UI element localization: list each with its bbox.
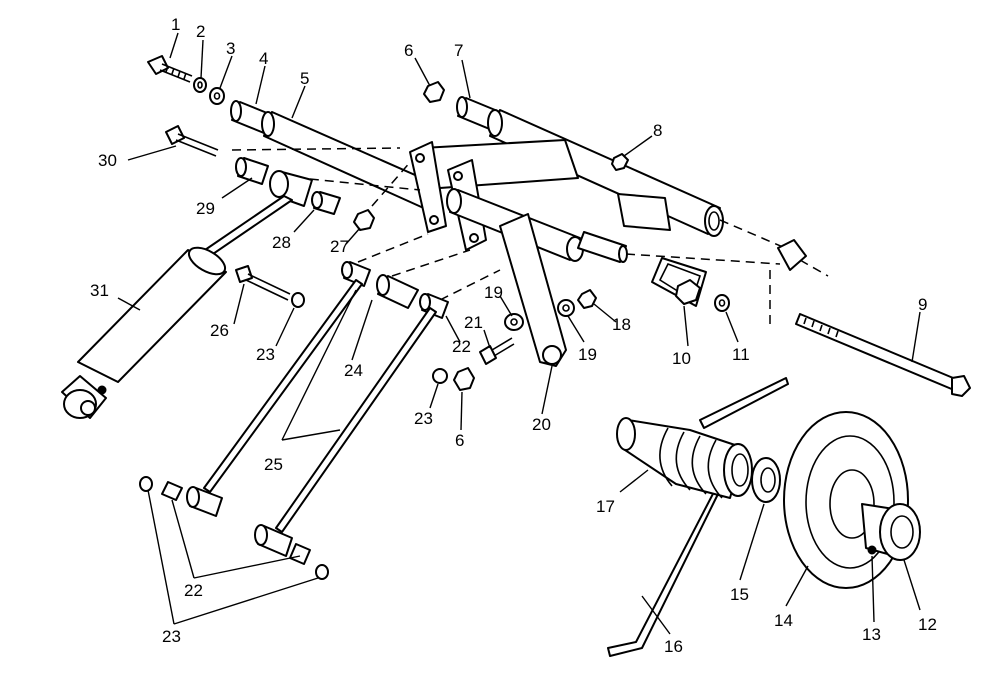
callout-2: 2 — [196, 22, 205, 41]
bolt-head-30 — [165, 125, 185, 145]
callout-19-right: 19 — [578, 345, 597, 364]
idler-group — [607, 377, 921, 657]
callout-22-lower: 22 — [184, 581, 203, 600]
callout-20: 20 — [532, 415, 551, 434]
link-rod-a — [203, 279, 363, 493]
callout-23-lower: 23 — [162, 627, 181, 646]
spring-arm-16 — [607, 487, 719, 657]
callout-labels: 1 2 3 4 5 6 7 8 30 29 28 27 9 31 26 19 2… — [90, 15, 937, 656]
callout-4: 4 — [259, 49, 268, 68]
washer-23-lower-b — [315, 564, 329, 580]
wheel-14 — [783, 411, 909, 589]
callout-27: 27 — [330, 237, 349, 256]
adjuster-nut-10 — [675, 279, 701, 305]
callout-23-upper: 23 — [256, 345, 275, 364]
washer-23-lower-a — [139, 476, 153, 492]
callout-8: 8 — [653, 121, 662, 140]
adjuster-group — [577, 239, 807, 312]
callout-7: 7 — [454, 41, 463, 60]
callout-6-lower: 6 — [455, 431, 464, 450]
callout-21: 21 — [464, 313, 483, 332]
callout-14: 14 — [774, 611, 793, 630]
bushing-22-lower-a — [161, 481, 183, 501]
rod-bracket — [777, 239, 807, 271]
shock-group — [61, 125, 375, 419]
rod-9-shaft — [795, 313, 959, 391]
bushing-22-lower-b — [289, 543, 311, 565]
callout-15: 15 — [730, 585, 749, 604]
callout-23-mid: 23 — [414, 409, 433, 428]
callout-11: 11 — [732, 345, 750, 364]
washer-19-b — [557, 299, 575, 317]
callout-19-left: 19 — [484, 283, 503, 302]
callout-16: 16 — [664, 637, 683, 656]
callout-13: 13 — [862, 625, 881, 644]
washer-2 — [193, 77, 207, 93]
washer-23-upper — [291, 292, 305, 308]
frame-block — [617, 193, 671, 231]
callout-1: 1 — [171, 15, 180, 34]
bolt-head-21 — [479, 345, 497, 365]
swing-arm-frame — [409, 139, 671, 367]
bolt-head-26 — [235, 265, 253, 283]
link-rod-b — [275, 307, 437, 533]
callout-30: 30 — [98, 151, 117, 170]
nut-27 — [353, 209, 375, 231]
callout-17: 17 — [596, 497, 615, 516]
leader-lines — [117, 32, 921, 635]
callout-3: 3 — [226, 39, 235, 58]
washer-23-mid — [432, 368, 448, 384]
callout-6-top: 6 — [404, 41, 413, 60]
washer-11 — [714, 294, 730, 312]
nut-6-lower — [453, 367, 475, 391]
rod-9-head — [951, 375, 971, 397]
nut-8 — [611, 153, 629, 171]
rod-9 — [795, 313, 971, 397]
link-group — [139, 261, 575, 580]
frame-top-plate — [421, 139, 579, 189]
frame-bracket-left — [409, 141, 447, 233]
nut-18 — [577, 289, 597, 309]
washer-3 — [209, 87, 225, 105]
callout-26: 26 — [210, 321, 229, 340]
callout-25: 25 — [264, 455, 283, 474]
set-screw-13 — [867, 545, 877, 555]
callout-28: 28 — [272, 233, 291, 252]
callout-9: 9 — [918, 295, 927, 314]
callout-22-upper: 22 — [452, 337, 471, 356]
callout-10: 10 — [672, 349, 691, 368]
callout-12: 12 — [918, 615, 937, 634]
callout-29: 29 — [196, 199, 215, 218]
nut-6-top — [423, 81, 445, 103]
callout-5: 5 — [300, 69, 309, 88]
washer-15 — [751, 457, 781, 503]
spring-arm-upper — [699, 377, 789, 429]
callout-24: 24 — [344, 361, 363, 380]
bolt-thread-1 — [159, 63, 193, 83]
washer-19-a — [504, 313, 524, 331]
callout-31: 31 — [90, 281, 109, 300]
spindle — [577, 231, 627, 263]
callout-18: 18 — [612, 315, 631, 334]
